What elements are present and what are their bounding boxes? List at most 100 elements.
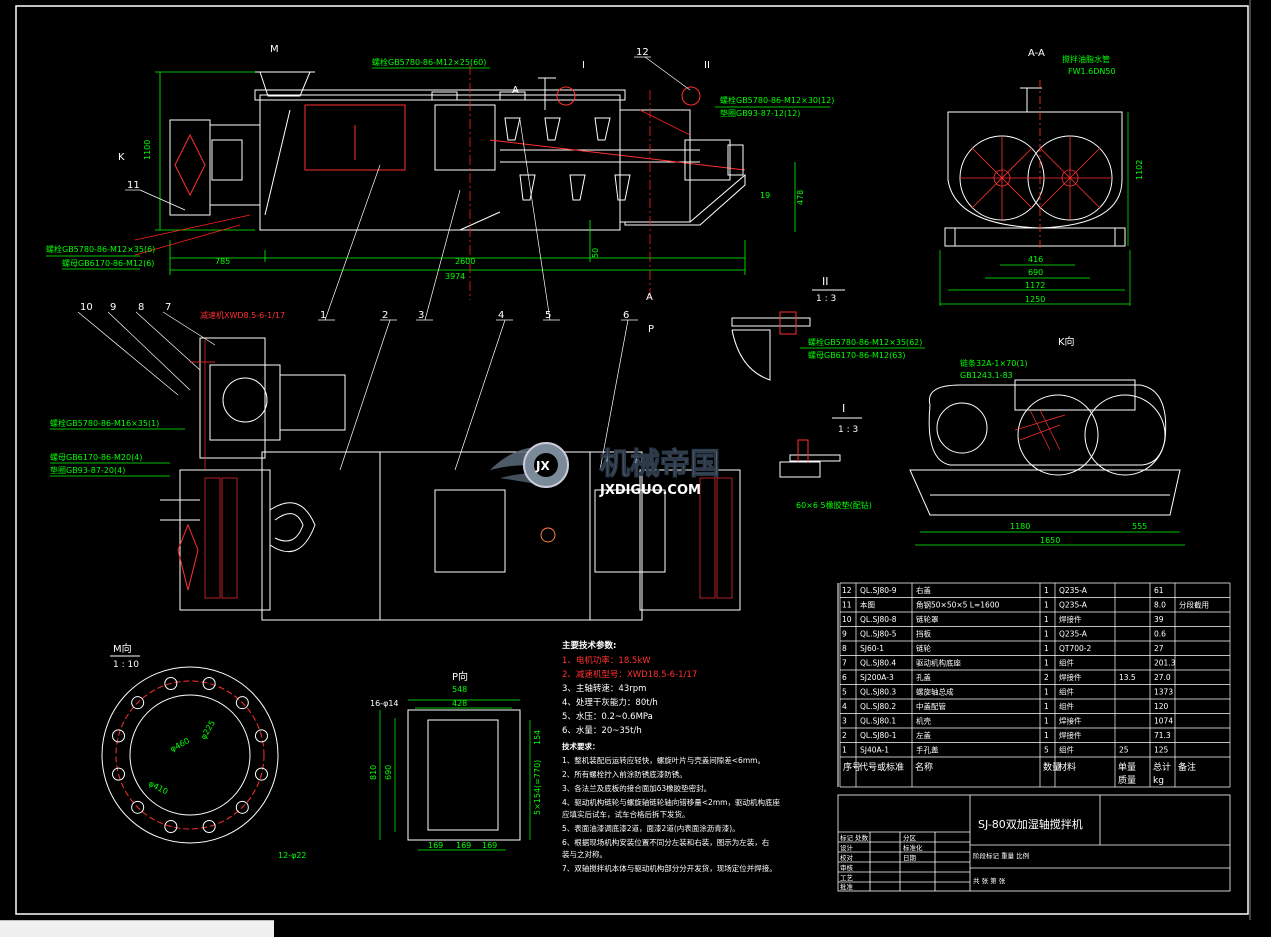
part-no-3: 3 bbox=[418, 310, 424, 321]
section-a-a: A-A 搅拌油脂水管 FW1.6DN50 bbox=[939, 48, 1144, 306]
detail-ii-scale: 1 : 3 bbox=[816, 294, 836, 304]
bolt-hole bbox=[254, 729, 268, 743]
part-no-7: 7 bbox=[165, 302, 171, 313]
tech-req-3: 3、各法兰及底板的接合面加δ3橡胶垫密封。 bbox=[562, 783, 711, 793]
note-nut-m20: 螺母GB6170-86-M20(4) bbox=[50, 452, 142, 462]
m-view-title: M向 bbox=[113, 642, 132, 655]
watermark-logo: JX 机械帝国 JXDIGUO.COM bbox=[490, 442, 721, 498]
p-dim-548: 548 bbox=[452, 685, 467, 694]
bom-cell: 3 bbox=[842, 717, 847, 726]
bom-header-cell: 数量 bbox=[1043, 761, 1061, 773]
part-no-4: 4 bbox=[498, 310, 504, 321]
bolt-hole bbox=[112, 729, 126, 743]
bom-header-cell: 序号 bbox=[843, 761, 861, 773]
watermark-title: 机械帝国 bbox=[600, 447, 720, 482]
bom-cell: SJ40A-1 bbox=[860, 746, 889, 755]
tech-param-4: 4、处理干灰能力：80t/h bbox=[562, 697, 658, 708]
k-view-note1: 链条32A-1×70(1) bbox=[960, 358, 1028, 368]
watermark-badge: JX bbox=[535, 459, 550, 473]
m-holes: 12-φ22 bbox=[278, 851, 307, 860]
part-no-1: 1 bbox=[320, 310, 326, 321]
bolt-hole bbox=[164, 677, 178, 691]
bom-cell: 39 bbox=[1154, 615, 1164, 624]
bom-cell: 71.3 bbox=[1154, 731, 1171, 740]
bolt-hole bbox=[202, 677, 216, 691]
bom-cell: 5 bbox=[1044, 746, 1049, 755]
bom-cell: 13.5 bbox=[1119, 673, 1136, 682]
bom-cell: 组件 bbox=[1059, 745, 1075, 755]
bom-cell: 分段截用 bbox=[1179, 600, 1209, 610]
bolt-hole bbox=[131, 800, 145, 814]
p-holes: 16-φ14 bbox=[370, 699, 399, 708]
bom-cell: 25 bbox=[1119, 746, 1129, 755]
bom-header-sub-cell: kg bbox=[1153, 776, 1164, 786]
tb-mid-2: 标准化 bbox=[903, 843, 923, 852]
k-dim-1650: 1650 bbox=[1040, 536, 1060, 545]
section-a-a-title: A-A bbox=[1028, 48, 1045, 59]
part-no-8: 8 bbox=[138, 302, 144, 313]
bom-cell: 1 bbox=[1044, 688, 1049, 697]
bom-cell: 组件 bbox=[1059, 701, 1075, 711]
aa-dim-1102: 1102 bbox=[1135, 160, 1144, 180]
bom-header-cell: 总计 bbox=[1153, 761, 1171, 773]
bom-cell: 1 bbox=[1044, 702, 1049, 711]
tech-req-1: 1、整机装配后运转应轻快，螺旋叶片与壳盖间隙差<6mm。 bbox=[562, 755, 765, 765]
bom-cell: 2 bbox=[1044, 673, 1049, 682]
bolt-hole bbox=[235, 800, 249, 814]
p-dim-690: 690 bbox=[384, 765, 393, 780]
part-no-6: 6 bbox=[623, 310, 629, 321]
front-view bbox=[169, 71, 746, 231]
bom-cell: 1 bbox=[1044, 659, 1049, 668]
bom-cell: 机壳 bbox=[916, 716, 931, 726]
bom-cell: 焊接件 bbox=[1059, 614, 1082, 624]
bom-cell: SJ60-1 bbox=[860, 644, 884, 653]
bom-cell: 本图 bbox=[860, 600, 875, 610]
tech-req-title: 技术要求： bbox=[562, 741, 600, 751]
bom-cell: 1 bbox=[842, 746, 847, 755]
bom-cell: Q235-A bbox=[1059, 630, 1088, 639]
dim-785: 785 bbox=[215, 257, 230, 266]
bom-cell: QL.SJ80-8 bbox=[860, 615, 897, 624]
view-label-m: M bbox=[270, 44, 279, 55]
tb-row-2: 设计 bbox=[840, 843, 854, 852]
bom-cell: 4 bbox=[842, 702, 847, 711]
bom-header-cell: 材料 bbox=[1058, 761, 1076, 773]
dim-478: 478 bbox=[796, 190, 805, 205]
bom-cell: Q235-A bbox=[1059, 586, 1088, 595]
bom-cell: 1 bbox=[1044, 586, 1049, 595]
bom-cell: 1 bbox=[1044, 717, 1049, 726]
tb-row-4: 审核 bbox=[840, 863, 854, 872]
section-a-a-note2: FW1.6DN50 bbox=[1068, 67, 1116, 76]
plan-view-notes: 减速机XWD8.5-6-1/17 螺栓GB5780-86-M16×35(1) 螺… bbox=[50, 310, 285, 475]
bom-cell: QL.SJ80.4 bbox=[860, 659, 896, 668]
taskbar-strip bbox=[0, 920, 274, 937]
tech-req-6b: 装与之对称。 bbox=[562, 849, 607, 859]
p-dim-770: 5×154(=770) bbox=[533, 760, 542, 815]
bom-cell: QT700-2 bbox=[1059, 644, 1092, 653]
bom-cell: QL.SJ80-1 bbox=[860, 731, 897, 740]
tb-mid-1: 分区 bbox=[903, 833, 917, 842]
bom-cell: 1 bbox=[1044, 615, 1049, 624]
aa-dim-1172: 1172 bbox=[1025, 281, 1045, 290]
bom-cell: 9 bbox=[842, 630, 847, 639]
bom-cell: 201.3 bbox=[1154, 659, 1176, 668]
note-nut-m12: 螺母GB6170-86-M12(6) bbox=[62, 258, 154, 268]
bom-cell: QL.SJ80.1 bbox=[860, 717, 896, 726]
p-dim-810: 810 bbox=[369, 765, 378, 780]
bom-cell: 0.6 bbox=[1154, 630, 1166, 639]
bom-cell: 左盖 bbox=[916, 730, 931, 740]
bom-cell: 1 bbox=[1044, 731, 1049, 740]
bom-cell: 120 bbox=[1154, 702, 1169, 711]
dim-19: 19 bbox=[760, 191, 770, 200]
bom-cell: 孔盖 bbox=[916, 672, 931, 682]
dim-3974: 3974 bbox=[445, 272, 465, 281]
bom-header-cell: 单量 bbox=[1118, 761, 1136, 773]
aa-dim-690: 690 bbox=[1028, 268, 1043, 277]
bom-cell: 中盖配管 bbox=[916, 701, 946, 711]
k-dim-1180: 1180 bbox=[1010, 522, 1030, 531]
tech-req-7: 7、双轴搅拌机本体与驱动机构部分分开发货，现场定位并焊接。 bbox=[562, 863, 777, 873]
title-block-text: SJ-80双加湿轴搅拌机 标记 处数 设计 校对 审核 工艺 批准 分区 标准化… bbox=[840, 817, 1083, 891]
note-washer-20: 垫圈GB93-87-20(4) bbox=[50, 465, 125, 475]
tb-mid-3: 日期 bbox=[903, 854, 917, 862]
